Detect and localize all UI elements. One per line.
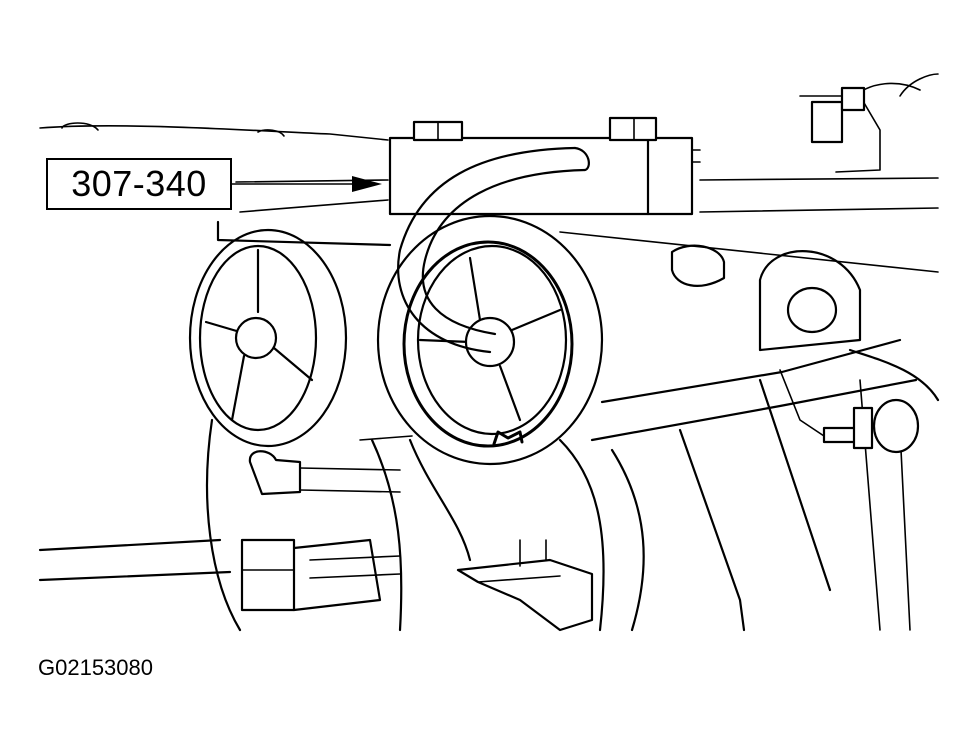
right-stud-bolt [822, 398, 920, 454]
tool-bolt-left [412, 120, 464, 142]
lower-left-connector [38, 450, 401, 612]
lower-center-bracket [456, 539, 594, 632]
tool-callout-label: 307-340 [46, 158, 232, 210]
callout-arrow [231, 176, 382, 192]
tool-bolt-right [608, 116, 658, 142]
upper-housing-outline [39, 122, 939, 273]
tool-number-text: 307-340 [71, 163, 207, 204]
lower-bracket-structure [590, 338, 940, 631]
runner-legs [205, 418, 746, 632]
right-side-components [670, 73, 939, 352]
left-intake-port [188, 228, 348, 448]
tool-tube [397, 146, 590, 354]
tool-block [388, 116, 701, 216]
center-intake-port [376, 214, 604, 466]
figure-id: G02153080 [38, 655, 153, 680]
